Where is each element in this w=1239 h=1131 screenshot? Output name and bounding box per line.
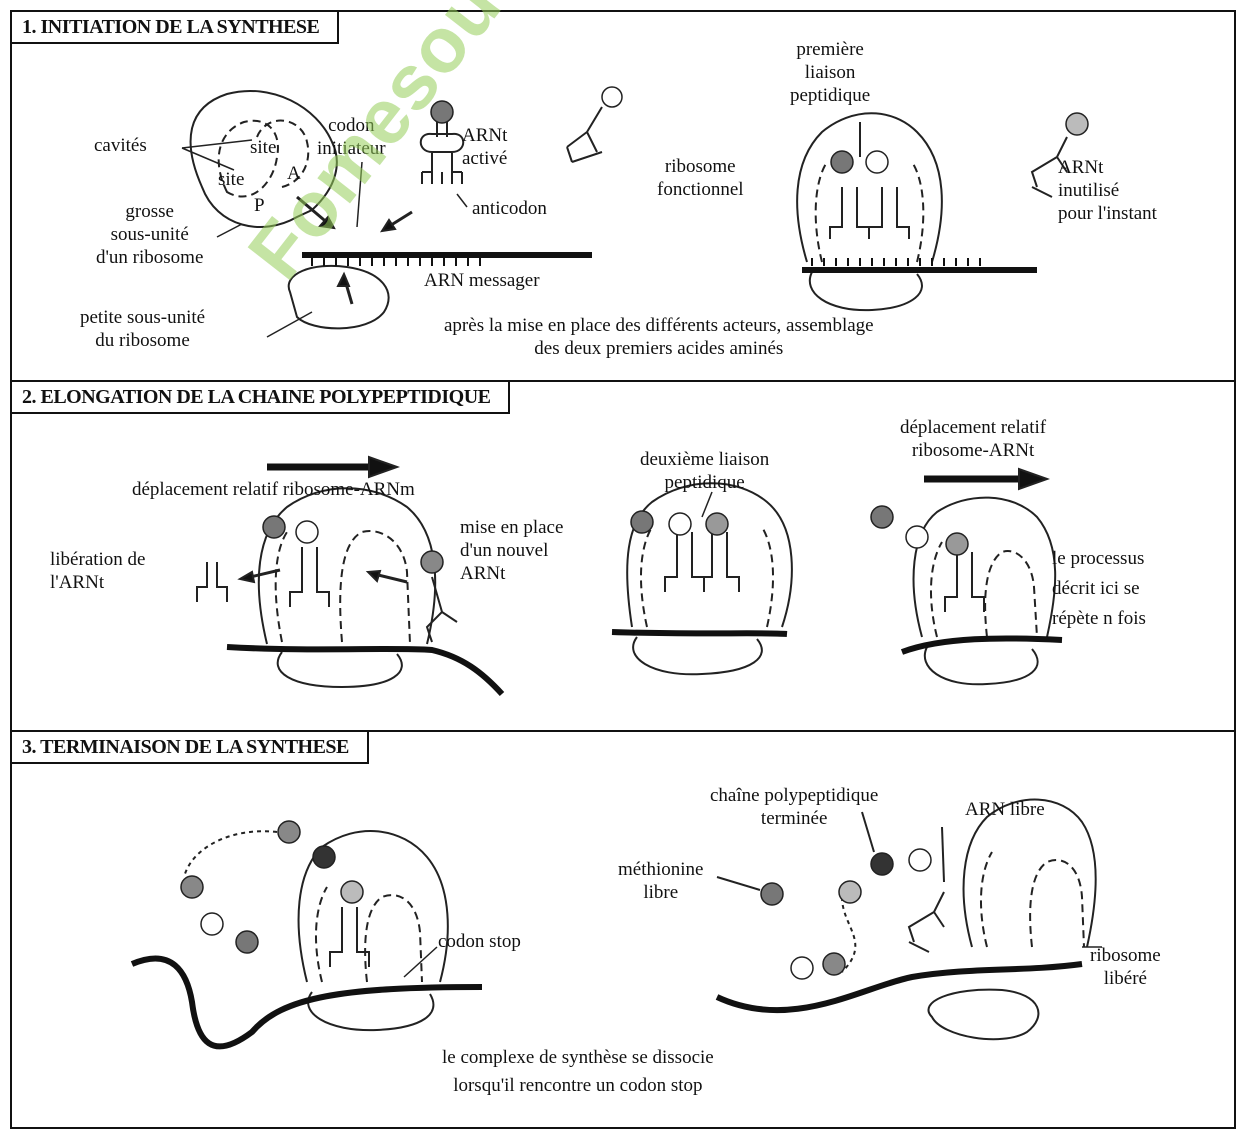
label-liberation-arnt: libération de l'ARNt	[50, 548, 146, 594]
label-premiere-liaison: première liaison peptidique	[790, 38, 870, 107]
label-anticodon: anticodon	[472, 197, 547, 220]
label-arn-libre: ARN libre	[965, 798, 1045, 821]
label-cavites: cavités	[94, 134, 147, 157]
label-ribosome-fonctionnel: ribosome fonctionnel	[657, 155, 744, 201]
label-arn-messager: ARN messager	[424, 269, 540, 292]
label-ribosome-libere: ribosome libéré	[1090, 944, 1161, 990]
label-codon-initiateur: codon initiateur	[317, 114, 386, 160]
elongation-illustration	[12, 382, 1234, 730]
label-arnt-inutilise: ARNt inutilisé pour l'instant	[1058, 156, 1157, 225]
label-letter-p: P	[254, 194, 265, 217]
label-codon-stop: codon stop	[438, 930, 521, 953]
label-letter-a: A	[287, 162, 301, 185]
label-site-p: site	[218, 168, 244, 191]
label-deplacement-arnt: déplacement relatif ribosome-ARNt	[900, 416, 1046, 462]
label-grosse-sous-unite: grosse sous-unité d'un ribosome	[96, 200, 203, 269]
panel-terminaison: 3. TERMINAISON DE LA SYNTHESE	[10, 730, 1236, 1129]
label-processus: le processus décrit ici se répète n fois	[1052, 544, 1146, 634]
panel-elongation: 2. ELONGATION DE LA CHAINE POLYPEPTIDIQU…	[10, 380, 1236, 732]
panel-initiation: 1. INITIATION DE LA SYNTHESE	[10, 10, 1236, 382]
label-deuxieme-liaison: deuxième liaison peptidique	[640, 448, 769, 494]
label-chaine-terminee: chaîne polypeptidique terminée	[710, 784, 878, 830]
label-deplacement-arnm: déplacement relatif ribosome-ARNm	[132, 478, 415, 501]
label-mise-en-place: mise en place d'un nouvel ARNt	[460, 516, 563, 585]
label-methionine-libre: méthionine libre	[618, 858, 703, 904]
label-arnt-active: ARNt activé	[462, 124, 507, 170]
caption-initiation: après la mise en place des différents ac…	[444, 314, 874, 360]
caption-terminaison: le complexe de synthèse se dissocie lors…	[442, 1044, 714, 1100]
label-site-a: site	[250, 136, 276, 159]
label-petite-sous-unite: petite sous-unité du ribosome	[80, 306, 205, 352]
